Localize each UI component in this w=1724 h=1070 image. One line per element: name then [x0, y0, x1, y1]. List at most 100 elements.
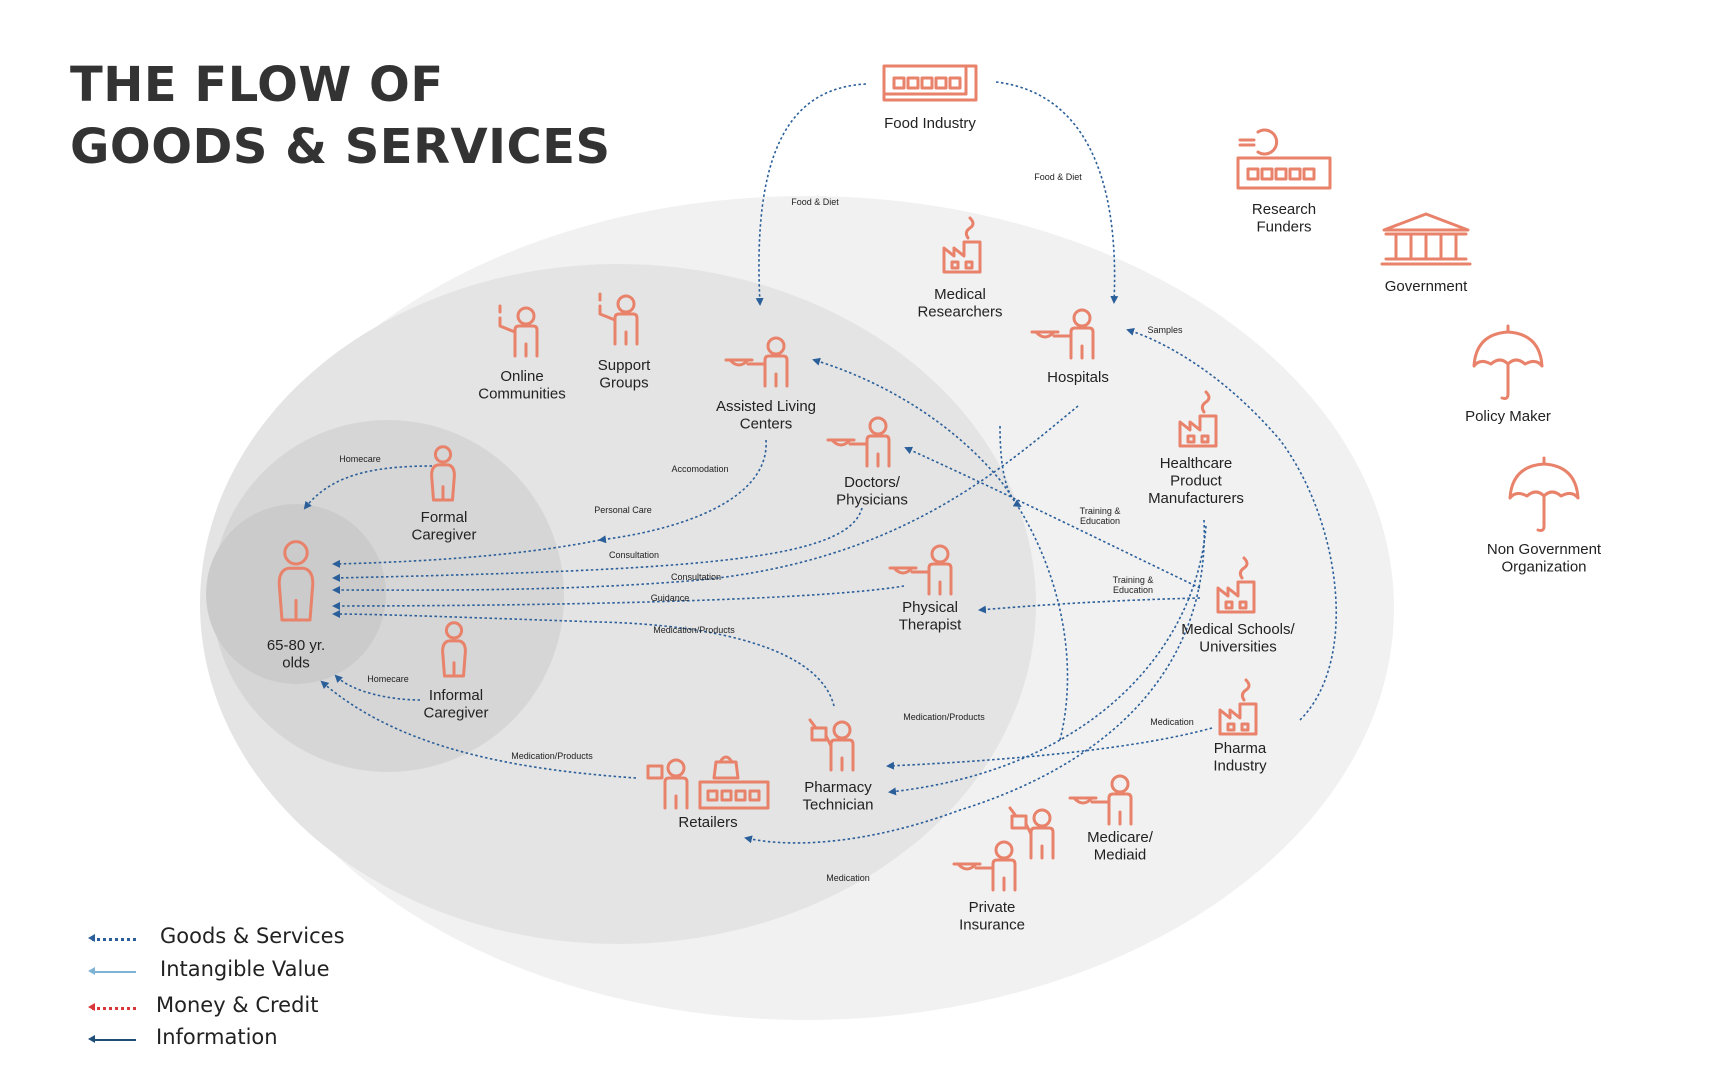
- node-label: olds: [282, 655, 310, 672]
- node-label: Medicare/: [1087, 829, 1154, 846]
- edge-label: Samples: [1147, 325, 1183, 335]
- edge-label: Medication/Products: [903, 712, 985, 722]
- node-label: Medical Schools/: [1181, 621, 1295, 638]
- flow-edge-path: [755, 83, 867, 306]
- node-label: Caregiver: [423, 705, 488, 722]
- flow-edge: Homecare: [334, 674, 421, 701]
- title-line-2: GOODS & SERVICES: [70, 119, 611, 175]
- edge-label: Training &: [1080, 506, 1121, 516]
- flow-edge: Consultation: [332, 507, 863, 582]
- person-serving-icon: [724, 336, 789, 388]
- person-serving-icon: [952, 840, 1017, 892]
- node-label: Communities: [478, 386, 566, 403]
- node-label: Online: [500, 368, 543, 385]
- edge-label: Homecare: [367, 674, 409, 684]
- node-label: Physicians: [836, 492, 908, 509]
- edge-label: Homecare: [339, 454, 381, 464]
- title-line-1: THE FLOW OF: [70, 57, 444, 113]
- node-label: Non Government: [1487, 541, 1602, 558]
- flow-edge: Medication: [886, 717, 1213, 770]
- node-label: Healthcare: [1160, 455, 1233, 472]
- flow-edge-path: [334, 674, 421, 701]
- flow-edge-path: [886, 727, 1213, 770]
- flow-edge-path: [598, 439, 767, 544]
- node-seniors: 65-80 yr.olds: [267, 540, 325, 672]
- stakeholder-nodes: Food IndustryResearchFundersGovernmentPo…: [267, 64, 1602, 934]
- node-label: Support: [598, 357, 651, 374]
- node-label: Manufacturers: [1148, 490, 1244, 507]
- node-label: Organization: [1501, 559, 1586, 576]
- node-label: Insurance: [959, 917, 1025, 934]
- node-label: Centers: [740, 416, 793, 433]
- flow-edge: [888, 525, 1207, 796]
- factory-icon: [1216, 556, 1256, 614]
- node-label: Assisted Living: [716, 398, 816, 415]
- node-hospitals: Hospitals: [1030, 308, 1109, 386]
- euro-building-icon: [1236, 128, 1332, 190]
- flow-edge: Medication/Products: [320, 680, 637, 779]
- legend-label: Goods & Services: [160, 924, 345, 948]
- flow-edge-path: [995, 81, 1119, 304]
- legend-line-dotted: [92, 938, 136, 941]
- node-policy-maker: Policy Maker: [1465, 324, 1551, 425]
- edge-label: Medication: [826, 873, 870, 883]
- legend-arrow-icon: [88, 1003, 95, 1011]
- government-building-icon: [1380, 212, 1472, 266]
- flow-edge: Training &Education: [904, 446, 1201, 589]
- edge-label: Consultation: [609, 550, 659, 560]
- node-label: 65-80 yr.: [267, 637, 325, 654]
- node-label: Food Industry: [884, 115, 976, 132]
- umbrella-icon: [1508, 456, 1580, 532]
- legend-arrow-icon: [88, 934, 95, 942]
- flow-edge-path: [332, 405, 1079, 595]
- node-label: Product: [1170, 473, 1223, 490]
- person-icon: [277, 540, 315, 622]
- legend-arrow-icon: [88, 1035, 95, 1043]
- legend-label: Money & Credit: [156, 993, 319, 1017]
- legend-arrow-icon: [88, 967, 95, 975]
- node-label: Groups: [599, 375, 648, 392]
- node-label: Physical: [902, 599, 958, 616]
- flow-edge: Samples: [1126, 325, 1338, 721]
- edge-label: Food & Diet: [1034, 172, 1082, 182]
- node-medical-schools: Medical Schools/Universities: [1181, 556, 1296, 656]
- flow-edge-path: [744, 519, 1206, 844]
- person-serving-icon: [826, 416, 891, 468]
- edge-label: Education: [1113, 585, 1153, 595]
- core-ring: [206, 504, 386, 684]
- node-label: Policy Maker: [1465, 408, 1551, 425]
- person-icon: [430, 445, 456, 502]
- umbrella-icon: [1472, 324, 1544, 400]
- node-label: Research: [1252, 201, 1316, 218]
- legend-label: Intangible Value: [160, 957, 330, 981]
- legend-line-solid: [92, 971, 136, 973]
- node-government: Government: [1380, 212, 1472, 295]
- person-info-icon: [598, 292, 639, 346]
- person-serving-icon: [888, 544, 953, 596]
- node-food-industry: Food Industry: [882, 64, 978, 132]
- node-label: Mediaid: [1094, 847, 1147, 864]
- node-medicare: Medicare/Mediaid: [1008, 774, 1154, 864]
- flow-edge: Homecare: [303, 454, 433, 510]
- node-label: Retailers: [678, 814, 737, 831]
- edge-label: Consultation: [671, 572, 721, 582]
- flow-edge: Medication/Products: [332, 610, 835, 707]
- node-label: Industry: [1213, 758, 1267, 775]
- legend-line-dotted: [92, 1007, 136, 1010]
- flow-edge: Food & Diet: [995, 81, 1119, 304]
- node-label: Doctors/: [844, 474, 901, 491]
- person-serving-icon: [1008, 774, 1133, 860]
- flow-edge-path: [888, 525, 1207, 796]
- node-label: Pharmacy: [804, 779, 872, 796]
- shop-icon: [646, 755, 770, 810]
- node-label: Technician: [803, 797, 874, 814]
- edge-label: Accomodation: [671, 464, 728, 474]
